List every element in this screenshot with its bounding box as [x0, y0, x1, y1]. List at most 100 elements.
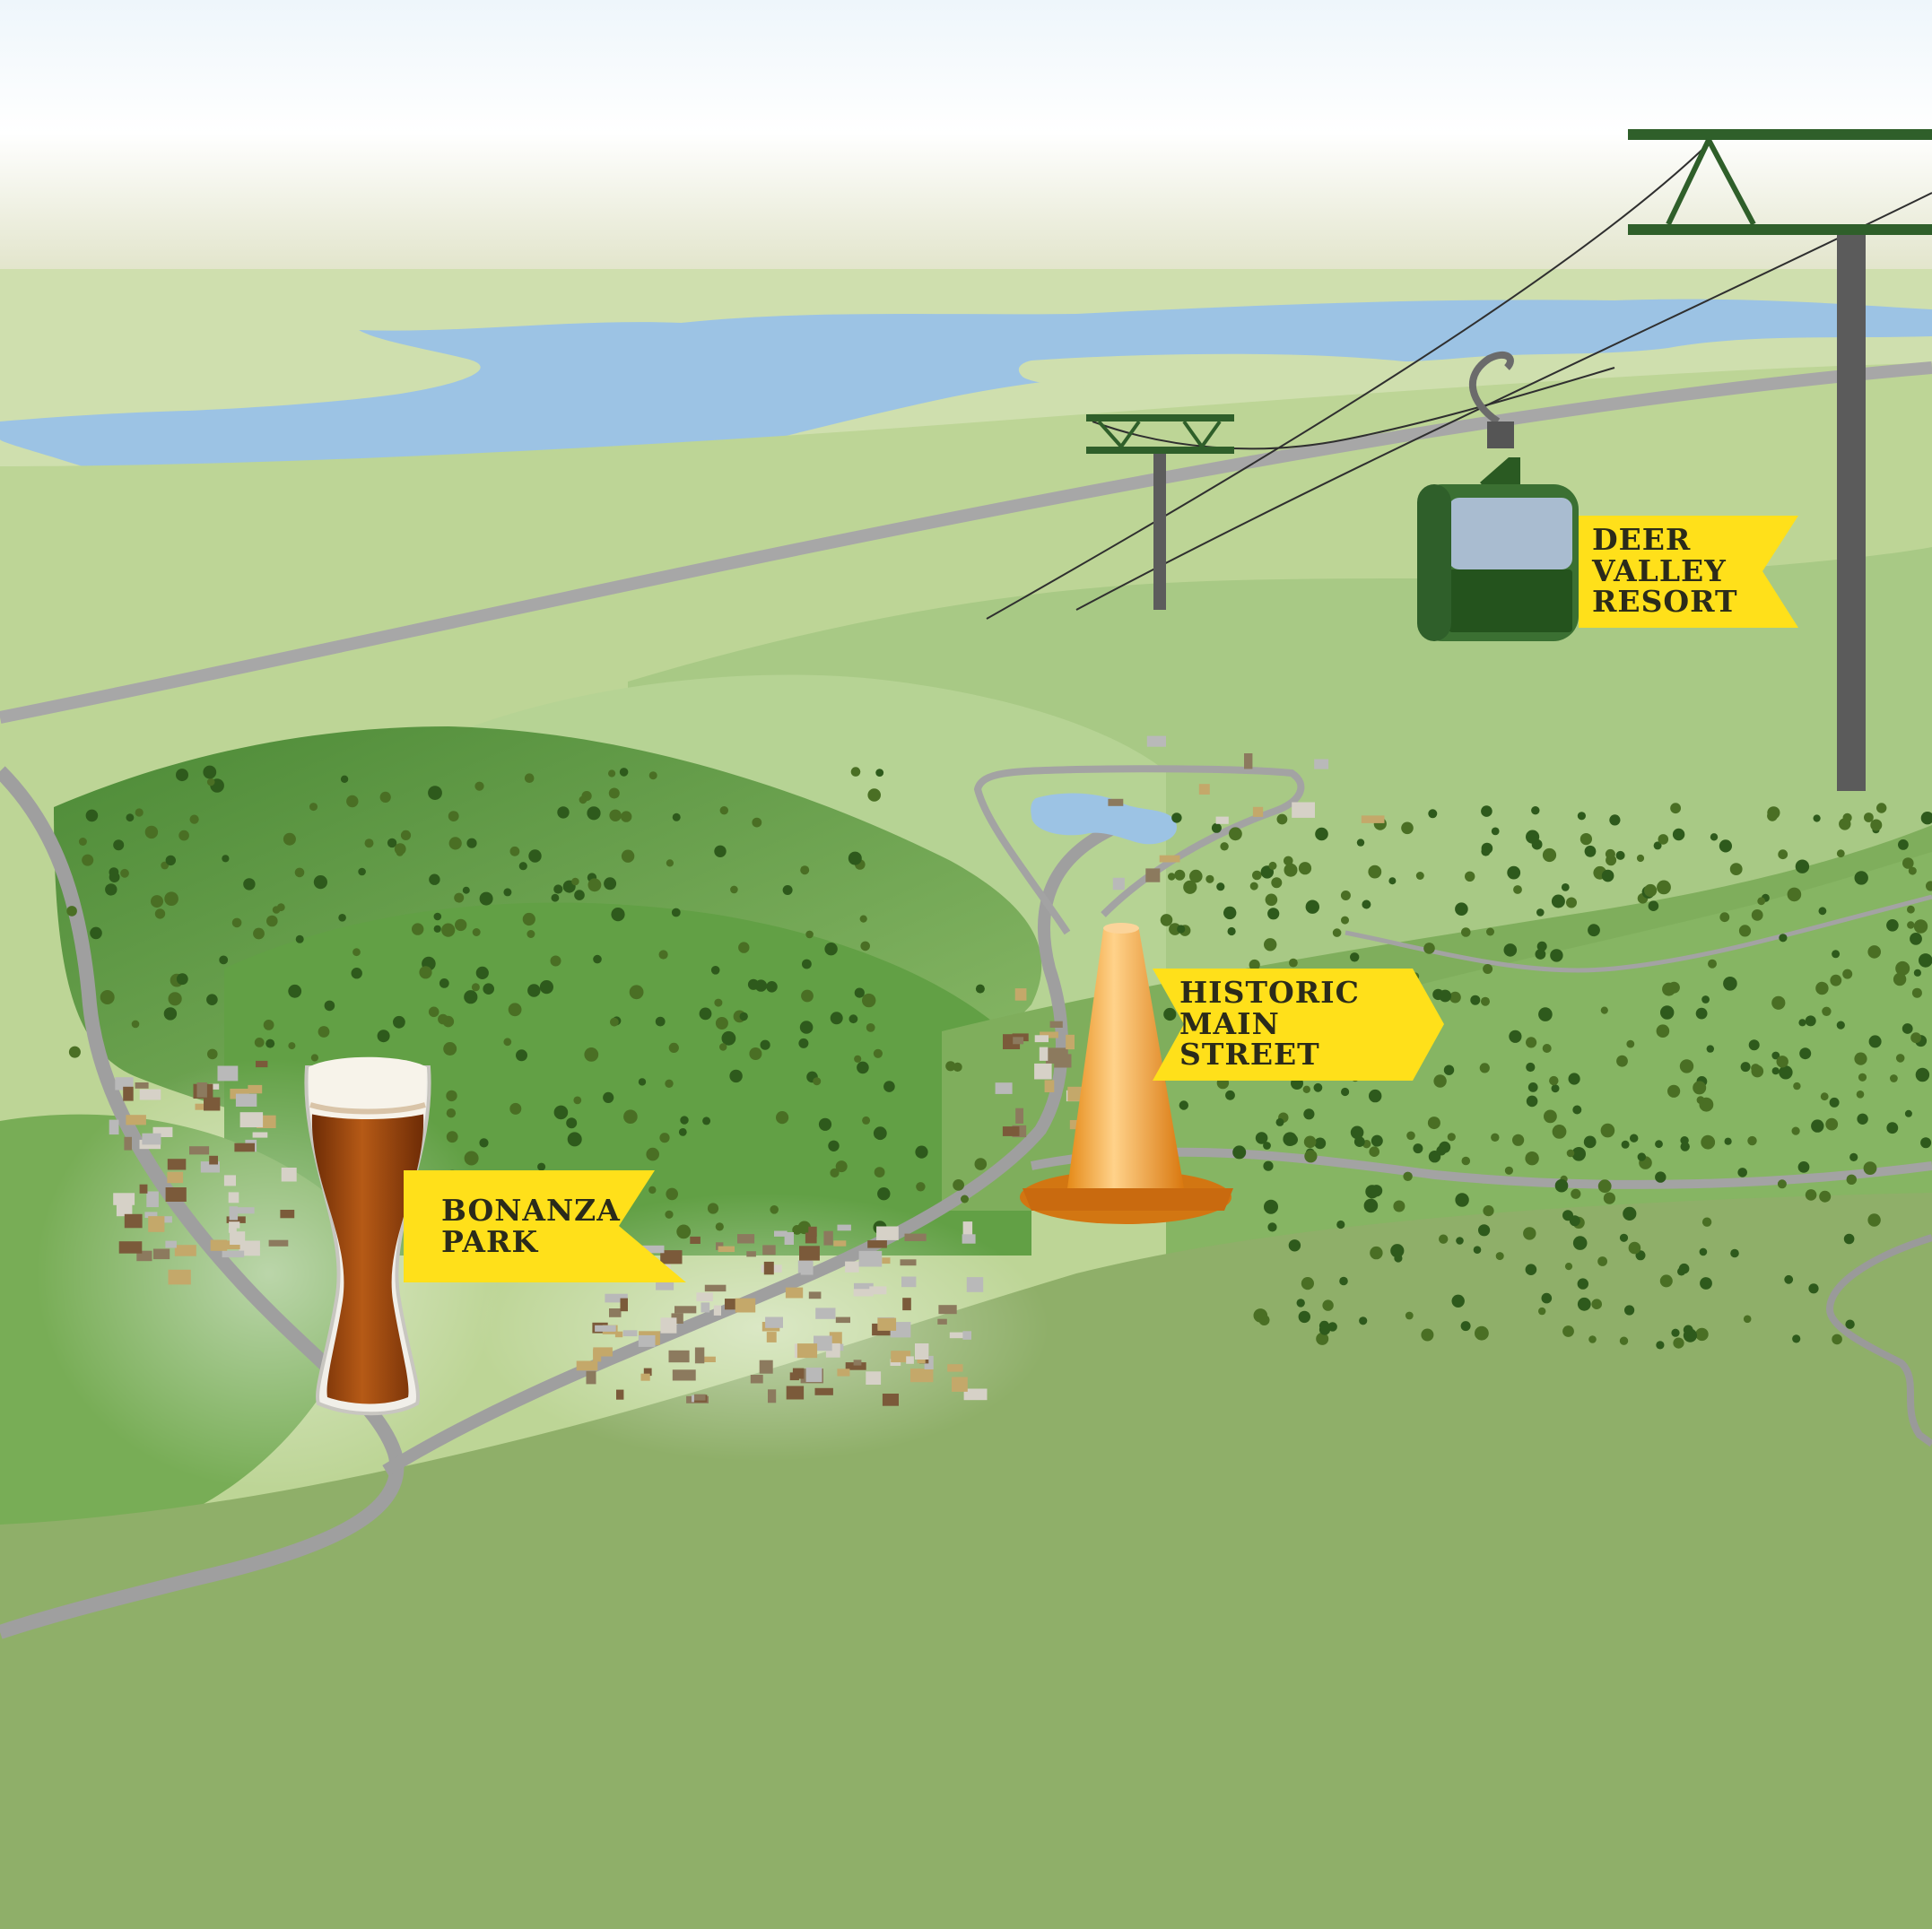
tree — [1174, 869, 1186, 881]
building — [902, 1298, 911, 1311]
tree — [419, 966, 432, 979]
tree — [1363, 1198, 1379, 1213]
tree — [854, 987, 865, 998]
building — [144, 1212, 158, 1218]
tree — [1644, 883, 1658, 898]
tree — [1777, 1179, 1787, 1189]
tree — [1356, 839, 1365, 847]
road-creek-right — [1825, 1234, 1932, 1447]
tree — [671, 908, 681, 917]
building — [763, 1261, 774, 1275]
label-deer-valley: DEER VALLEY RESORT — [1592, 522, 1738, 620]
building — [231, 1207, 255, 1214]
tree — [1588, 1335, 1597, 1343]
tree — [1724, 1137, 1732, 1145]
tree — [105, 883, 117, 896]
tree — [90, 926, 102, 940]
tree — [1913, 969, 1921, 977]
tree — [1597, 1256, 1607, 1266]
tree — [1302, 1085, 1311, 1094]
tree — [266, 915, 278, 927]
label-main-street: HISTORIC MAIN STREET — [1179, 975, 1360, 1073]
tree — [1813, 814, 1821, 822]
tree — [243, 878, 256, 891]
building — [174, 1245, 196, 1256]
tree — [1443, 1064, 1455, 1075]
tree — [818, 1117, 832, 1131]
building — [167, 1159, 187, 1170]
building — [962, 1234, 976, 1244]
building — [643, 1368, 652, 1377]
tree — [608, 769, 616, 778]
tree — [1183, 880, 1197, 894]
tree — [1577, 812, 1586, 821]
tree — [516, 1049, 527, 1062]
tree — [1795, 859, 1810, 873]
tree — [164, 891, 178, 906]
tree — [1657, 880, 1671, 895]
tree — [1566, 1149, 1575, 1158]
tree — [168, 992, 182, 1006]
tree — [446, 1131, 458, 1143]
tree — [1486, 927, 1494, 936]
road-park-avenue — [0, 766, 405, 1639]
landmark-bonanza-park[interactable]: BONANZA PARK — [296, 1049, 691, 1426]
building — [230, 1231, 246, 1245]
tree — [1314, 1137, 1327, 1150]
tree — [1538, 1007, 1553, 1021]
tree — [1600, 1006, 1608, 1014]
gondola-cable-lower — [1075, 192, 1932, 611]
tree — [1350, 1125, 1364, 1140]
tree — [1584, 845, 1597, 857]
tree — [1350, 952, 1360, 962]
tree — [541, 983, 549, 991]
tree — [1895, 1054, 1905, 1063]
tree — [100, 990, 115, 1004]
tree — [1658, 834, 1669, 845]
building — [704, 1284, 727, 1292]
building — [837, 1224, 851, 1231]
tree — [1369, 1146, 1379, 1157]
tree — [1656, 1024, 1670, 1038]
tree — [466, 838, 477, 848]
building — [614, 1331, 623, 1338]
building — [797, 1260, 812, 1273]
building — [737, 1234, 755, 1244]
reservoir-lake — [0, 299, 1932, 500]
tree — [719, 806, 728, 815]
tree — [1776, 1056, 1788, 1068]
tree — [537, 1162, 546, 1171]
tree — [1551, 1084, 1560, 1093]
tree — [503, 888, 512, 897]
tree — [849, 1014, 858, 1024]
tree — [802, 959, 812, 969]
tree — [1225, 1090, 1235, 1100]
tree — [553, 884, 563, 894]
tree — [1621, 1140, 1630, 1149]
tree — [1902, 1023, 1913, 1034]
building — [118, 1241, 143, 1254]
landmark-deer-valley[interactable]: DEER VALLEY RESORT — [1408, 350, 1803, 655]
tree — [429, 873, 440, 885]
tree — [587, 806, 601, 821]
tree — [1699, 1247, 1708, 1256]
tree — [1619, 1233, 1629, 1242]
tree — [441, 923, 456, 937]
tree — [1509, 1030, 1522, 1043]
tree — [1619, 1336, 1629, 1345]
building — [210, 1239, 228, 1251]
building — [1013, 1037, 1024, 1045]
tree — [1362, 899, 1371, 909]
tree — [219, 955, 229, 965]
beer-glass-icon — [304, 1056, 431, 1416]
tree — [1276, 813, 1288, 825]
tree — [1551, 894, 1565, 908]
building — [162, 1216, 172, 1223]
tree — [1784, 1274, 1794, 1284]
tree — [873, 1048, 883, 1058]
building — [109, 1119, 119, 1135]
landmark-main-street[interactable]: HISTORIC MAIN STREET — [1014, 919, 1444, 1233]
lift-tower-near — [1628, 129, 1932, 791]
tree — [1624, 1305, 1635, 1316]
tree — [340, 775, 349, 783]
